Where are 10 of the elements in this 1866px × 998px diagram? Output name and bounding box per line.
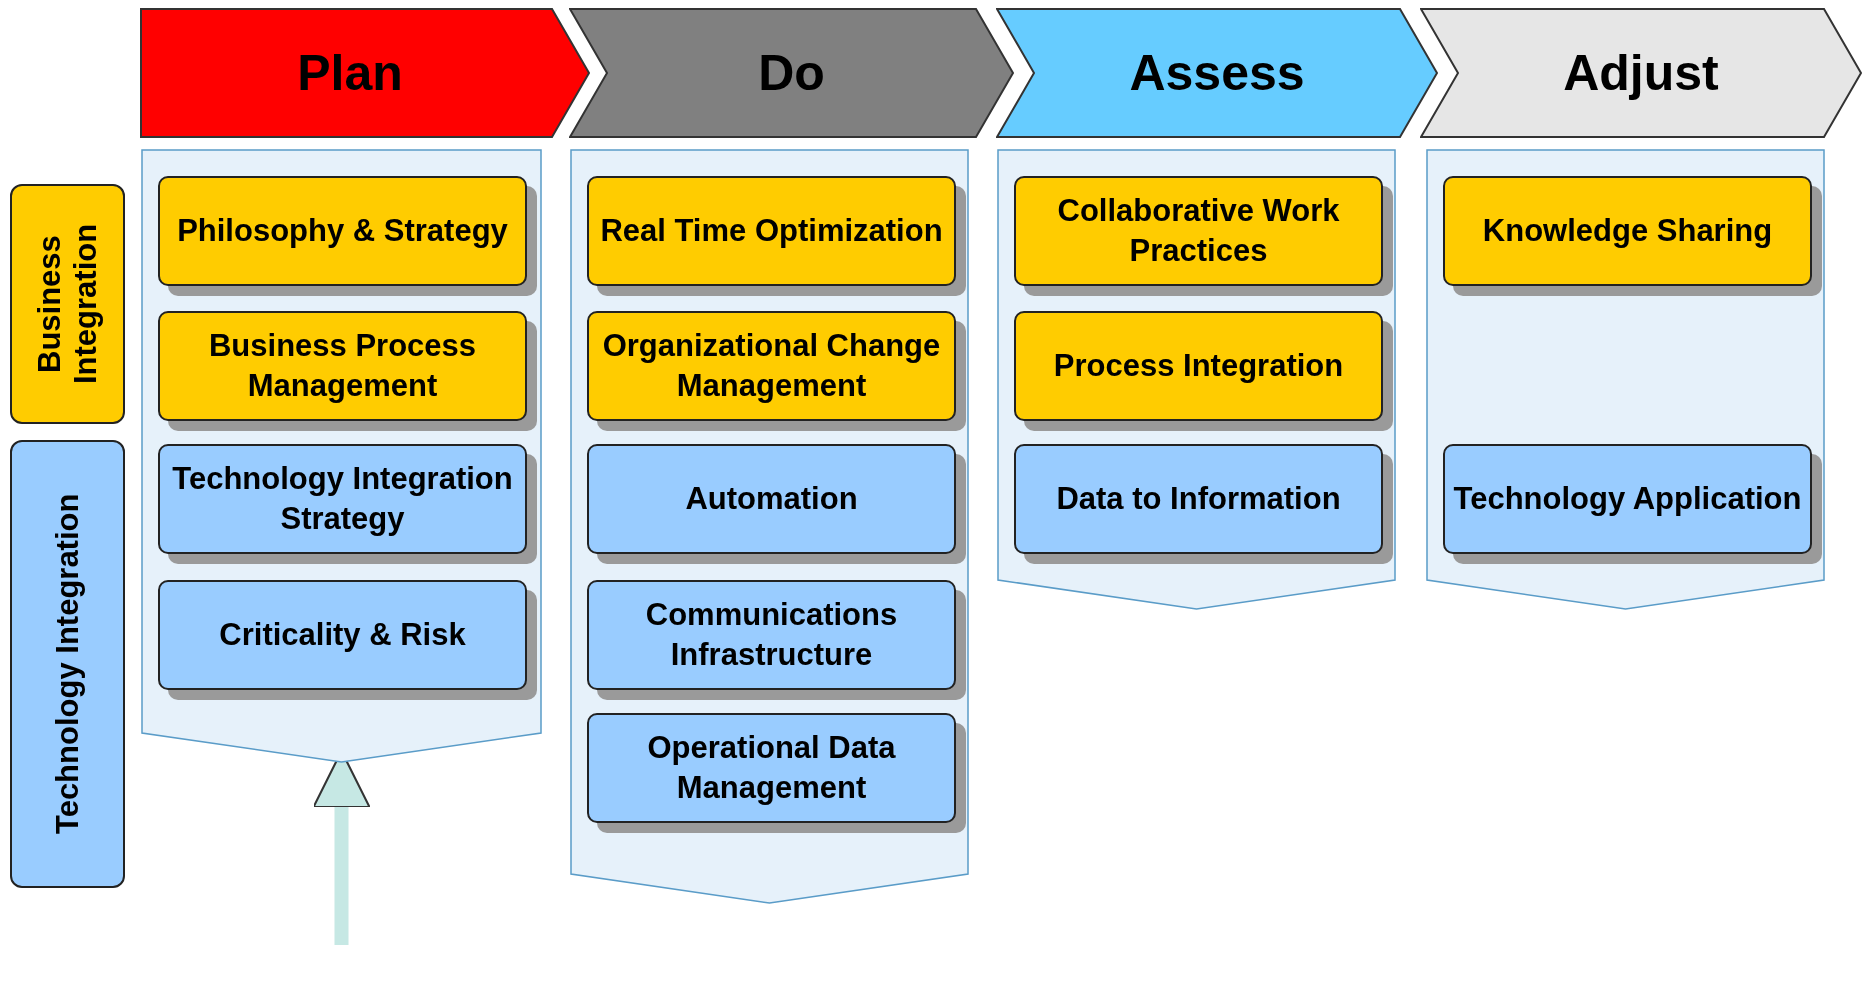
column-band — [1426, 149, 1825, 610]
column-band — [997, 149, 1396, 610]
chevron-header: Plan — [140, 8, 590, 138]
chevron-header: Adjust — [1420, 8, 1862, 138]
chevron-header: Do — [569, 8, 1014, 138]
chevron-header: Assess — [996, 8, 1438, 138]
column-band — [570, 149, 969, 904]
side-tab: Business Integration — [10, 184, 125, 424]
column-band — [141, 149, 542, 763]
side-tab: Technology Integration — [10, 440, 125, 888]
